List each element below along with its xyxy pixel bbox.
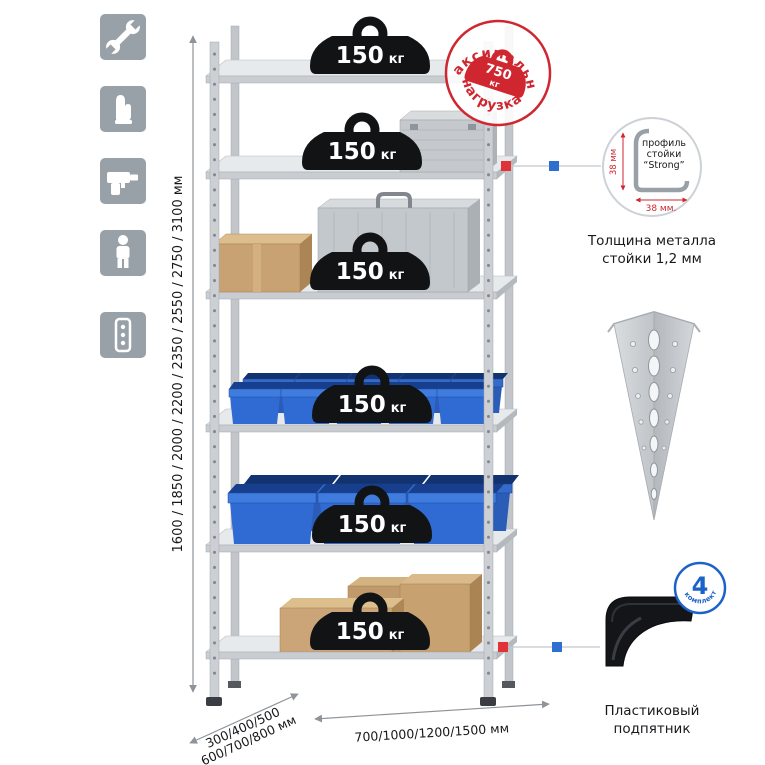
caption-line: стойки 1,2 мм — [602, 250, 702, 267]
profile-label-line2: стойки — [647, 149, 682, 160]
width-dimension-label: 700/1000/1200/1500 мм — [354, 720, 509, 744]
marker-blue-square — [552, 642, 562, 652]
feature-tile-profile — [100, 312, 146, 358]
profile-label-line3: “Strong” — [643, 160, 684, 171]
caption-line: подпятник — [613, 720, 691, 737]
plastic-foot-image — [605, 596, 694, 667]
max-load-stamp: максимальная нагрузка 750 кг — [444, 19, 552, 127]
feature-tile-gloves — [100, 86, 146, 132]
cardboard-box — [213, 233, 313, 293]
weight-750kg-icon: 750 кг — [464, 49, 526, 98]
detail-connectors — [498, 161, 601, 652]
wrench-icon — [105, 19, 141, 55]
upright-post-image — [607, 310, 701, 521]
profile-thickness-caption: Толщина металла стойки 1,2 мм — [572, 233, 732, 268]
shelf-front-edge — [205, 544, 498, 553]
profile-label-line1: профиль — [642, 138, 686, 149]
caption-line: Пластиковый — [604, 703, 700, 719]
shelf-front-edge — [205, 651, 498, 660]
width-dimension: 700/1000/1200/1500 мм — [314, 700, 550, 745]
profile-detail-circle: 38 мм 38 мм. профиль стойки “Strong” — [602, 117, 702, 217]
profile-dim-horizontal: 38 мм. — [646, 204, 677, 214]
caption-line: Толщина металла — [587, 233, 717, 249]
included-count-number: 4 — [692, 572, 709, 600]
drill-icon — [107, 172, 138, 195]
person-icon — [116, 235, 130, 268]
feature-tile-drill — [100, 158, 146, 204]
feature-tile-tools — [100, 14, 146, 60]
profile-cross-section — [633, 128, 690, 193]
marker-blue-square — [549, 161, 559, 171]
marker-red-square — [498, 642, 508, 652]
height-dimension: 1600 / 1850 / 2000 / 2200 / 2350 / 2550 … — [171, 35, 197, 693]
profile-dim-vertical: 38 мм — [609, 149, 619, 175]
marker-red-square — [501, 161, 511, 171]
height-dimension-label: 1600 / 1850 / 2000 / 2200 / 2350 / 2550 … — [171, 176, 186, 553]
feature-tile-person — [100, 230, 146, 276]
plastic-foot-caption: Пластиковый подпятник — [572, 703, 732, 738]
stamp-weight-unit: кг — [488, 78, 501, 91]
perforated-profile-icon — [114, 317, 132, 353]
gloves-icon — [115, 95, 132, 124]
shelf-front-edge — [205, 424, 498, 433]
